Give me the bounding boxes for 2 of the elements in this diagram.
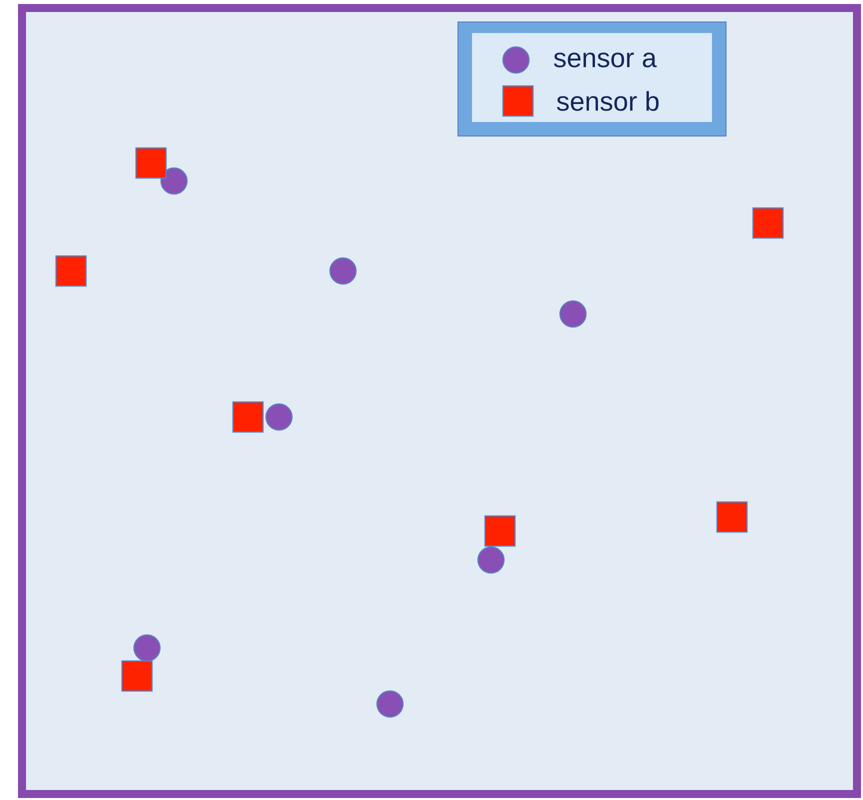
legend-label: sensor b bbox=[556, 91, 659, 111]
legend-label: sensor a bbox=[554, 52, 657, 68]
